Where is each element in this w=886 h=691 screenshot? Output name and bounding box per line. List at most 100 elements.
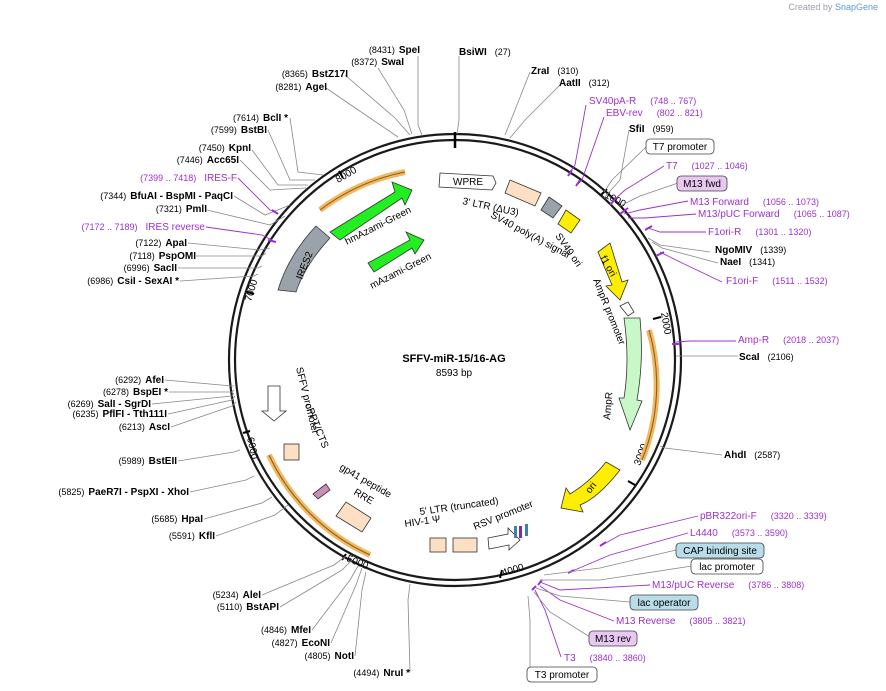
cap-site-mark	[525, 524, 528, 536]
site-bfuai: (7344)BfuAI - BspMI - PaqCI	[100, 191, 233, 202]
sffv-promoter-arrow	[260, 385, 288, 422]
site-sfii: SfiI(959)	[629, 124, 674, 135]
boxed-labels	[527, 146, 693, 668]
left-site-labels: (8431)SpeI (8372)SwaI (8365)BstZ17I (828…	[58, 45, 420, 679]
site-nrui: (4494)NruI *	[353, 668, 410, 679]
site-bstapi: (5110)BstAPI	[217, 602, 279, 613]
features	[260, 169, 660, 558]
box-t3-promoter-label: T3 promoter	[535, 670, 590, 681]
site-zrai: ZraI(310)	[531, 66, 578, 77]
cppt-cts-block	[283, 443, 300, 461]
site-naei: NaeI(1341)	[720, 257, 775, 268]
ltr5-block	[452, 537, 478, 553]
plasmid-name: SFFV-miR-15/16-AG	[402, 353, 505, 365]
primer-sv40pa-r: SV40pA-R(748 .. 767)	[589, 96, 696, 107]
site-hpai: (5685)HpaI	[151, 514, 203, 525]
site-alei: (5234)AleI	[213, 590, 262, 601]
site-econi: (4827)EcoNI	[272, 638, 331, 649]
ltr3-block	[504, 179, 542, 207]
box-t7-promoter	[645, 138, 715, 155]
site-bsteii: (5989)BstEII	[119, 456, 178, 467]
box-cap-binding-site	[675, 542, 765, 559]
site-bspei: (6278)BspEI *	[103, 387, 168, 398]
ampr-highlight-arc-edge	[641, 329, 658, 461]
site-bcli: (7614)BclI *	[233, 113, 288, 124]
cds-highlight-arc-edge	[319, 171, 406, 211]
site-spei: (8431)SpeI	[369, 45, 420, 56]
site-swai: (8372)SwaI	[351, 57, 404, 68]
site-afei: (6292)AfeI	[115, 375, 164, 386]
feature-label-f1-ori: f1 ori	[597, 254, 618, 279]
gp41-peptide-block	[312, 483, 331, 500]
rre-highlight-arc-edge	[268, 454, 371, 556]
site-noti: (4805)NotI	[305, 651, 355, 662]
box-m13-fwd	[676, 175, 728, 192]
site-pspomi: (7118)PspOMI	[129, 251, 196, 262]
primer-t7: T7(1027 .. 1046)	[666, 161, 748, 172]
primer-ires-f: (7399 .. 7418)IRES-F	[140, 173, 237, 184]
sv40-ori-block	[557, 209, 581, 234]
credit-brand: SnapGene	[834, 2, 878, 12]
site-ahdi: AhdI(2587)	[724, 450, 780, 461]
tick-6000: 6000	[244, 436, 260, 461]
feature-label-ori: ori	[584, 480, 600, 496]
box-lac-operator-label: lac operator	[638, 598, 691, 609]
left-sites	[151, 56, 423, 673]
site-bstbi: (7599)BstBI	[211, 125, 267, 136]
primer-l4440: L4440(3573 .. 3590)	[690, 528, 788, 539]
primer-t3: T3(3840 .. 3860)	[564, 653, 646, 664]
primer-labels: SV40pA-R(748 .. 767) EBV-rev(802 .. 821)…	[81, 96, 849, 664]
hiv1-psi-block	[429, 537, 447, 553]
site-kfli: (5591)KflI	[169, 531, 215, 542]
site-bsiwi: BsiWI(27)	[459, 47, 511, 58]
site-pflfi: (6235)PflFI - Tth111I	[73, 409, 168, 420]
feature-label-hiv1-psi: HIV-1 Ψ	[404, 514, 441, 530]
box-lac-operator	[629, 594, 699, 611]
ori-arrow	[560, 461, 621, 513]
feature-label-ampr: AmpR	[602, 392, 615, 421]
site-aatii: AatII(312)	[559, 78, 610, 89]
box-m13-rev-label: M13 rev	[595, 634, 631, 645]
box-t7-promoter-label: T7 promoter	[653, 142, 708, 153]
ampr-promoter-arrow	[619, 301, 635, 317]
primer-m13-reverse: M13 Reverse(3805 .. 3821)	[616, 616, 746, 627]
wpre-arrow	[438, 172, 497, 191]
backbone	[227, 132, 683, 588]
primer-ebv-rev: EBV-rev(802 .. 821)	[606, 108, 703, 119]
site-apai: (7122)ApaI	[135, 238, 187, 249]
box-m13-fwd-label: M13 fwd	[683, 179, 721, 190]
rre-block	[335, 501, 372, 533]
site-bstz17i: (8365)BstZ17I	[282, 69, 348, 80]
primer-ires-reverse: (7172 .. 7189)IRES reverse	[81, 222, 205, 233]
right-site-labels: BsiWI(27) ZraI(310) AatII(312) SfiI(959)…	[459, 47, 794, 461]
ires2-block	[277, 225, 331, 293]
box-cap-label: CAP binding site	[683, 546, 757, 557]
sv40-polya-block	[540, 196, 563, 219]
site-acc65i: (7446)Acc65I	[177, 155, 239, 166]
box-t3-promoter	[526, 666, 598, 683]
hmazami-green-arrow	[329, 181, 413, 241]
primer-lines	[205, 104, 736, 658]
credit-prefix: Created by	[788, 2, 833, 12]
site-mfei: (4846)MfeI	[261, 625, 311, 636]
site-scai: ScaI(2106)	[739, 352, 794, 363]
box-lac-promoter-label: lac promoter	[699, 562, 755, 573]
rsv-promoter-arrow	[487, 527, 521, 551]
primer-m13-puc-reverse: M13/pUC Reverse(3786 .. 3808)	[652, 580, 804, 591]
mazami-green-arrow	[367, 231, 425, 273]
primer-f1ori-f: F1ori-F(1511 .. 1532)	[726, 276, 828, 287]
site-agei: (8281)AgeI	[275, 82, 327, 93]
primer-f1ori-r: F1ori-R(1301 .. 1320)	[708, 227, 811, 238]
feature-label-wpre: WPRE	[453, 177, 483, 188]
f1-ori-arrow	[597, 242, 629, 301]
ampr-arrow	[618, 317, 643, 432]
primer-pbr322ori-f: pBR322ori-F(3320 .. 3339)	[700, 511, 827, 522]
site-paer7i: (5825)PaeR7I - PspXI - XhoI	[58, 487, 189, 498]
plasmid-size: 8593 bp	[436, 368, 473, 379]
right-sites	[456, 56, 738, 456]
ampr-highlight-arc	[639, 329, 660, 462]
feature-label-sffv: SFFV promoter	[293, 366, 320, 436]
site-csii: (6986)CsiI - SexAI *	[87, 276, 179, 287]
primer-m13-puc-forward: M13/pUC Forward(1065 .. 1087)	[698, 209, 850, 220]
lac-operator-mark	[519, 526, 522, 538]
